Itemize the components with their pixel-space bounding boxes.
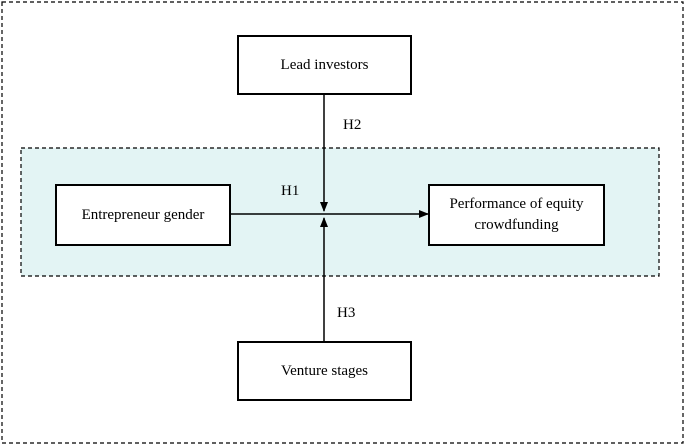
performance-box: Performance of equity crowdfunding: [428, 184, 605, 246]
lead-investors-label: Lead investors: [280, 56, 369, 73]
venture-stages-label: Venture stages: [280, 362, 369, 379]
entrepreneur-gender-box: Entrepreneur gender: [55, 184, 231, 246]
venture-stages-box: Venture stages: [237, 341, 412, 401]
h1-label: H1: [281, 183, 300, 199]
performance-label: Performance of equity crowdfunding: [449, 196, 584, 233]
h2-label: H2: [343, 117, 362, 133]
h3-label: H3: [337, 305, 356, 321]
lead-investors-box: Lead investors: [237, 35, 412, 95]
entrepreneur-gender-label: Entrepreneur gender: [81, 206, 205, 223]
